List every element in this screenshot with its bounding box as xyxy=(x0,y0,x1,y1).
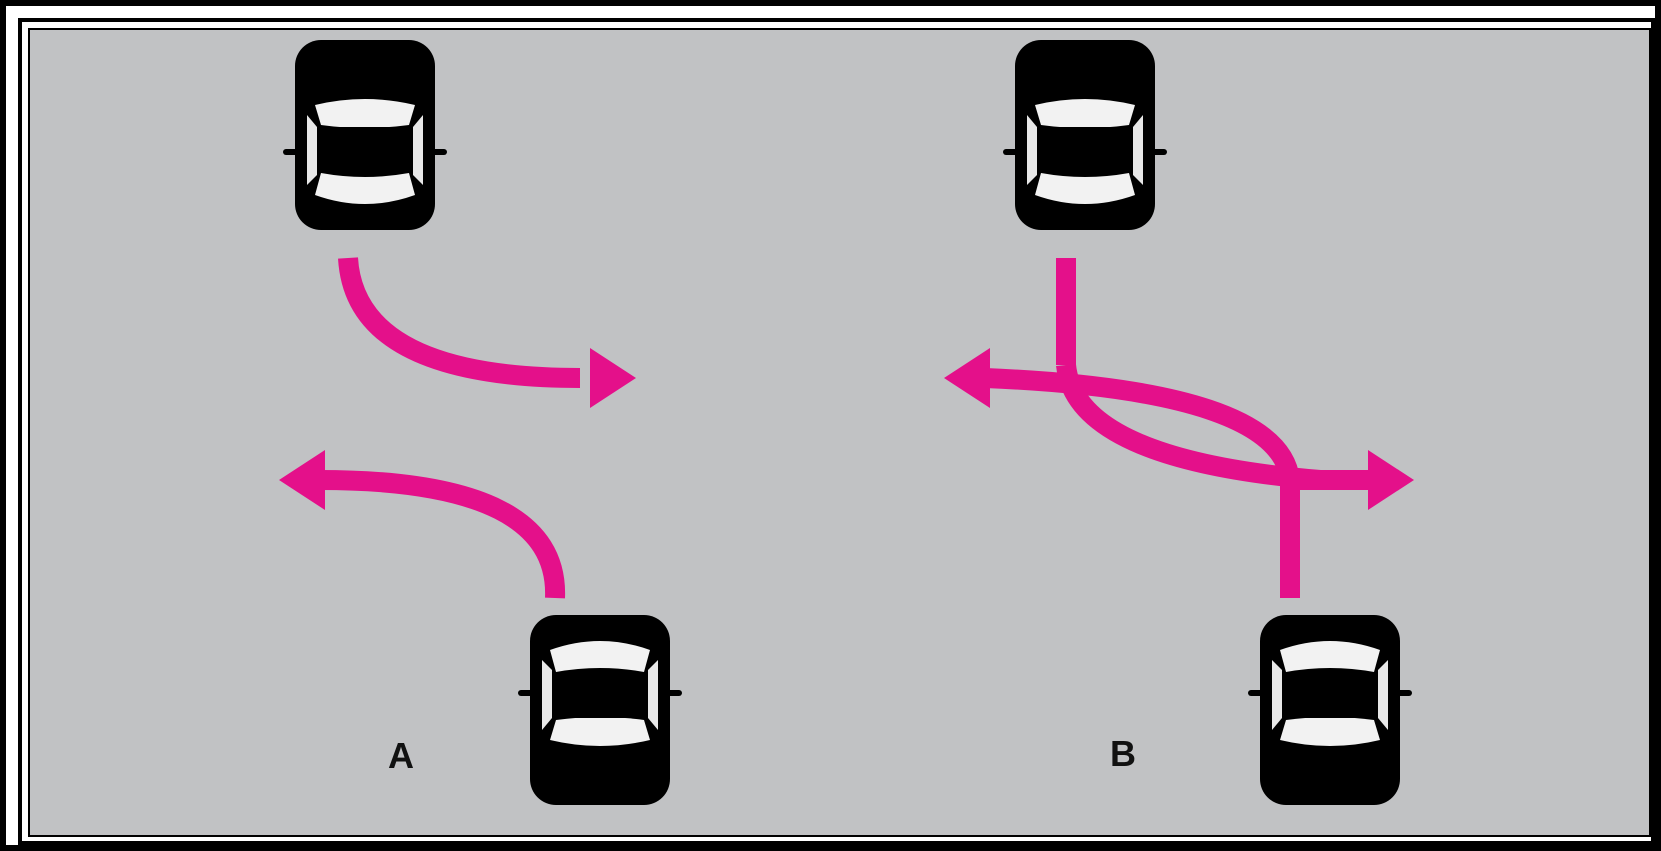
oncoming-car-a xyxy=(283,40,447,230)
scenario-b-paths xyxy=(944,258,1414,598)
own-car-a xyxy=(518,615,682,805)
scenario-a-paths xyxy=(279,257,636,599)
own-car-b xyxy=(1248,615,1412,805)
arrow-head-right-b xyxy=(1368,450,1414,510)
scenario-label-a: A xyxy=(388,735,414,776)
own-turn-path-b xyxy=(984,368,1300,482)
oncoming-turn-path-a xyxy=(338,257,581,388)
arrow-head-right-a xyxy=(590,348,636,408)
arrow-head-left-a xyxy=(279,450,325,510)
own-turn-path-a xyxy=(319,470,566,599)
oncoming-car-b xyxy=(1003,40,1167,230)
arrow-head-left-b xyxy=(944,348,990,408)
scenario-label-b: B xyxy=(1110,733,1136,774)
